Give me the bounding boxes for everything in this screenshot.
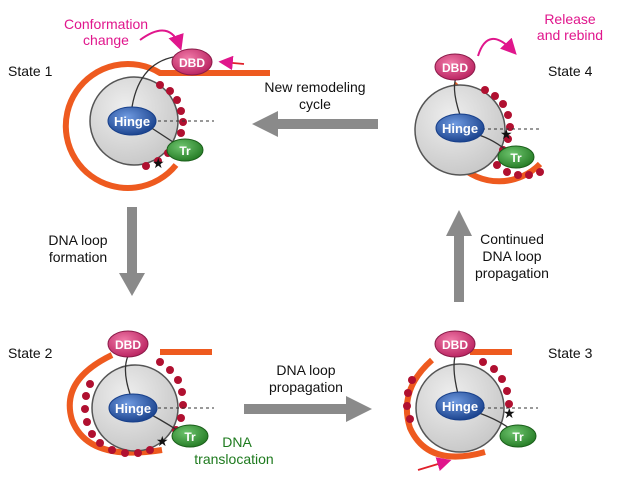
dbd-domain: [434, 330, 476, 358]
arrow-up-icon: [446, 210, 472, 302]
continued-propagation-label: propagation: [475, 265, 549, 281]
linker-line: [453, 355, 459, 395]
loop-formation-label: DNA loop: [48, 232, 107, 248]
linker-line: [131, 55, 181, 108]
tr-domain: [171, 424, 209, 448]
conformation-arrow-icon: [139, 29, 184, 51]
dbd-label: DBD: [115, 338, 141, 352]
continued-propagation-label: DNA loop: [482, 248, 541, 264]
dbd-domain: [434, 53, 476, 81]
new-cycle-label: New remodeling: [264, 79, 365, 95]
star-icon: ★: [500, 126, 513, 142]
dbd-label: DBD: [179, 56, 205, 70]
dna-strand: [62, 61, 270, 191]
new-cycle-label: cycle: [299, 96, 331, 112]
star-icon: ★: [152, 155, 165, 171]
dbd-domain: [171, 48, 213, 76]
state-4-label: State 4: [548, 63, 593, 79]
star-icon: ★: [156, 433, 169, 449]
conformation-label: change: [83, 32, 129, 48]
hinge-label: Hinge: [115, 401, 151, 416]
conformation-label: Conformation: [64, 16, 148, 32]
loop-formation-label: formation: [49, 249, 107, 265]
nucleosome-dna-beads: [403, 358, 513, 423]
star-icon: ★: [503, 405, 516, 421]
dna-translocation-label: DNA: [222, 434, 252, 450]
hinge-domain: [435, 113, 485, 143]
state-3-group: State 3 ★ Hinge DBD Tr: [403, 330, 593, 471]
loop-propagation-label: DNA loop: [276, 362, 335, 378]
hinge-label: Hinge: [114, 114, 150, 129]
hinge-domain: [435, 391, 485, 421]
state-3-label: State 3: [548, 345, 593, 361]
transition-arrows: [119, 111, 472, 422]
arrow-right-icon: [244, 396, 372, 422]
release-arrow-icon: [477, 37, 517, 57]
dbd-label: DBD: [442, 338, 468, 352]
release-label: and rebind: [537, 27, 603, 43]
continued-propagation-label: Continued: [480, 231, 544, 247]
tr-label: Tr: [512, 430, 524, 444]
tr-domain: [497, 145, 535, 169]
tr-domain: [499, 424, 537, 448]
arrow-down-icon: [119, 207, 145, 296]
state-2-group: State 2 ★ Hinge DBD Tr DNA translocation: [8, 330, 274, 467]
tr-label: Tr: [184, 430, 196, 444]
tr-label: Tr: [510, 151, 522, 165]
arrow-left-icon: [252, 111, 378, 137]
state-4-group: State 4 ★ Hinge DBD Tr Release and rebin…: [414, 11, 603, 185]
state-1-label: State 1: [8, 63, 53, 79]
hinge-label: Hinge: [442, 399, 478, 414]
state-2-label: State 2: [8, 345, 53, 361]
linker-line: [124, 355, 131, 395]
hinge-domain: [107, 106, 157, 136]
dbd-domain: [107, 330, 149, 358]
release-label: Release: [544, 11, 596, 27]
loop-propagation-label: propagation: [269, 379, 343, 395]
state-1-group: State 1 ★ Hinge DBD Tr Conformation chan…: [8, 16, 270, 191]
dna-translocation-label: translocation: [194, 451, 273, 467]
hinge-domain: [108, 393, 158, 423]
dna-push-arrow-icon: [417, 457, 452, 471]
dna-push-arrow-icon: [218, 55, 245, 71]
dbd-label: DBD: [442, 61, 468, 75]
tr-label: Tr: [179, 144, 191, 158]
tr-domain: [166, 138, 204, 162]
hinge-label: Hinge: [442, 121, 478, 136]
